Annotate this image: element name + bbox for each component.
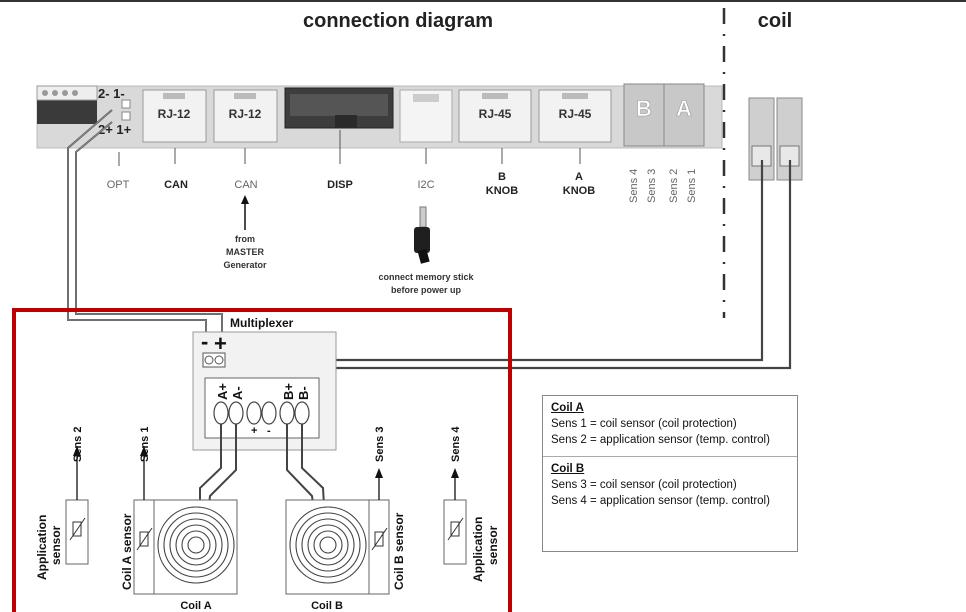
sensor-sens1 [133,446,155,595]
legend-coil-a-heading: Coil A [551,402,584,414]
coil-b-sensor-label: Coil B sensor [392,512,406,590]
app-sensor-right-1: Application [471,517,485,582]
coil-a-label: Coil A [180,600,211,612]
label-can-1: CAN [164,179,188,191]
sensor-legend: Coil A Sens 1 = coil sensor (coil protec… [542,395,798,552]
legend-coil-a: Coil A Sens 1 = coil sensor (coil protec… [543,396,797,448]
memory-stick-icon [414,206,430,264]
sens3-label: Sens 3 [374,427,386,462]
sensor-sens4 [443,468,467,565]
sensor-slot-b: B [623,83,665,147]
legend-coil-b: Coil B Sens 3 = coil sensor (coil protec… [543,456,797,509]
memory-note-1: connect memory stick [378,272,474,282]
label-knob-b-letter: B [498,171,506,183]
legend-coil-b-heading: Coil B [551,463,585,475]
coil-b-label: Coil B [311,600,343,612]
label-sens1-board: Sens 1 [686,169,698,203]
label-knob-b: KNOB [486,185,518,197]
coil-title: coil [758,10,792,32]
rj45-label-a: RJ-45 [559,107,592,121]
rj45-connector-knob-a: RJ-45 [538,89,612,143]
terminal-small-minus: - [267,425,271,437]
terminal-small-plus: + [251,425,257,437]
label-can-2: CAN [234,179,257,191]
app-sensor-right-2: sensor [486,525,500,565]
coil-connector-block [748,97,803,181]
sensor-slot-a: A [663,83,705,147]
diagram-title: connection diagram [303,10,493,32]
label-sens4-board: Sens 4 [628,169,640,203]
terminal-a-plus: A+ [215,383,230,400]
sensor-sens3 [368,468,390,595]
sens4-label: Sens 4 [450,426,462,462]
controller-board: 2- 1- 2+ 1+ RJ-12 RJ-12 [36,83,723,149]
rj12-label-1: RJ-12 [158,107,191,121]
label-knob-a: KNOB [563,185,595,197]
label-sens2-board: Sens 2 [668,169,680,203]
label-sens3-board: Sens 3 [646,169,658,203]
sensor-sens2 [65,446,89,565]
legend-coil-a-line1: Sens 1 = coil sensor (coil protection) [551,418,737,430]
rj45-connector-knob-b: RJ-45 [458,89,532,143]
multiplexer-plus: + [214,331,227,356]
rj12-label-2: RJ-12 [229,107,262,121]
multiplexer-title: Multiplexer [230,316,294,330]
master-note-1: from [235,234,255,244]
coil-a-sensor-label: Coil A sensor [120,513,134,590]
i2c-connector [399,89,453,143]
terminal-a-minus: A- [230,386,245,400]
multiplexer-minus: - [201,329,208,354]
slot-a-letter: A [676,96,692,121]
label-i2c: I2C [417,179,434,191]
rj45-label-b: RJ-45 [479,107,512,121]
terminal-b-minus: B- [296,386,311,400]
application-frame [12,308,512,612]
slot-b-letter: B [636,96,652,121]
sens1-label: Sens 1 [139,427,151,462]
opt-pins-top: 2- 1- [98,86,125,101]
coil-b [285,499,372,595]
label-knob-a-letter: A [575,171,583,183]
app-sensor-left-2: sensor [49,525,63,565]
master-note-3: Generator [223,260,267,270]
master-arrow-head [241,195,249,204]
legend-coil-b-line1: Sens 3 = coil sensor (coil protection) [551,479,737,491]
rj12-connector-can1: RJ-12 [142,89,207,143]
disp-header [284,87,394,129]
coil-a [151,499,238,595]
sens2-label: Sens 2 [72,427,84,462]
rj12-connector-can2: RJ-12 [213,89,278,143]
legend-coil-b-line2: Sens 4 = application sensor (temp. contr… [551,495,770,507]
multiplexer [192,331,337,451]
label-opt: OPT [107,179,130,191]
terminal-b-plus: B+ [281,383,296,400]
master-note-2: MASTER [226,247,265,257]
label-disp: DISP [327,179,353,191]
legend-coil-a-line2: Sens 2 = application sensor (temp. contr… [551,434,770,446]
memory-note-2: before power up [391,285,462,295]
app-sensor-left-1: Application [35,515,49,580]
